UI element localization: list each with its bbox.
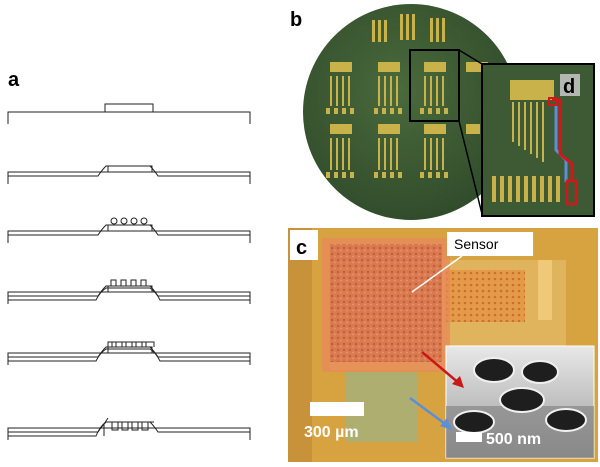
- panel-c: c Sensor 300 µm 500 nm: [288, 228, 598, 462]
- panel-d: d: [481, 63, 595, 217]
- sensor-pad: [330, 244, 442, 362]
- zoom-line-bottom: [458, 120, 483, 215]
- zoom-line-top: [458, 49, 483, 65]
- process-step-6: [7, 417, 251, 440]
- die-row-1: [326, 62, 488, 114]
- scale-bar-main: [310, 402, 364, 416]
- inset-d-pad: [510, 80, 554, 100]
- panel-d-label-bg: [560, 74, 580, 96]
- inset-d-red-marker: [548, 97, 557, 106]
- arrow-blue: [409, 396, 449, 428]
- sensor-label-box: [447, 232, 533, 256]
- arrow-blue-head: [440, 418, 452, 430]
- die-row-top: [372, 14, 445, 42]
- inset-d-traces: [492, 102, 560, 202]
- panel-a: a: [7, 69, 251, 440]
- panel-a-label: a: [8, 69, 20, 91]
- sensor-label: Sensor: [454, 236, 499, 252]
- sem-pore: [521, 360, 559, 384]
- scale-bar-main-label: 300 µm: [304, 424, 359, 441]
- panel-d-label: d: [563, 76, 575, 98]
- process-step-1: [7, 103, 251, 124]
- arrow-red: [421, 351, 461, 385]
- panel-c-label-bg: [290, 230, 318, 260]
- sem-pore: [545, 408, 587, 432]
- sem-pore: [499, 387, 545, 413]
- scale-bar-inset-label: 500 nm: [486, 431, 541, 448]
- die-row-2: [326, 124, 480, 178]
- process-step-2: [7, 165, 251, 184]
- process-step-3: [7, 217, 251, 243]
- inset-d-red-trace: [552, 98, 574, 182]
- scale-bar-inset: [456, 432, 482, 442]
- process-step-4: [7, 279, 251, 304]
- arrow-red-head: [452, 376, 464, 388]
- panel-b-label: b: [290, 9, 302, 31]
- sem-pore: [453, 410, 495, 434]
- panel-b: b: [290, 4, 519, 220]
- process-step-5: [7, 341, 251, 365]
- inset-d-red-pad: [565, 179, 578, 206]
- wafer-zoom-box: [409, 49, 460, 122]
- sensor-pointer-line: [411, 255, 463, 293]
- secondary-pad: [445, 270, 525, 322]
- panel-c-label: c: [296, 237, 307, 259]
- sem-inset: 500 nm: [445, 345, 595, 459]
- sem-pore: [473, 357, 515, 383]
